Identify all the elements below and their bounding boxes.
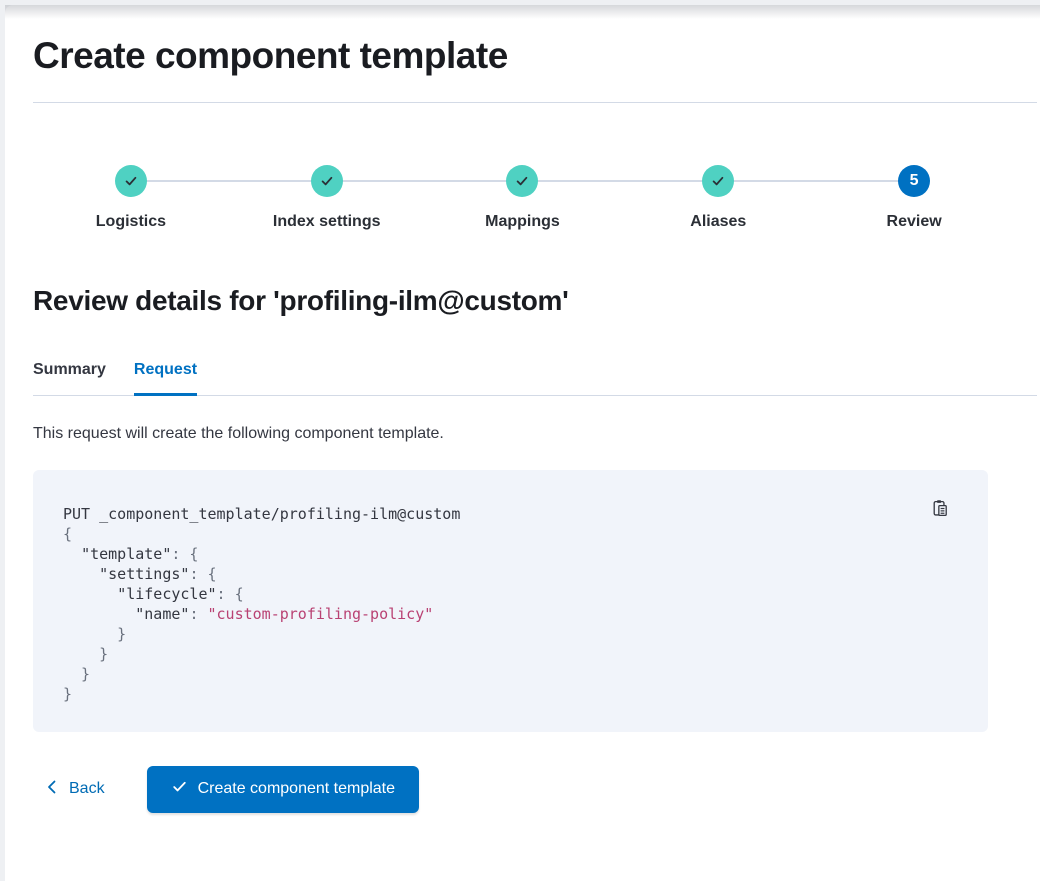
step-mappings[interactable]: Mappings [425,164,621,231]
request-description: This request will create the following c… [33,424,444,442]
code-line: "settings": { [99,564,217,583]
title-divider [33,101,1037,103]
check-icon [310,164,343,197]
check-icon [171,778,188,800]
review-heading: Review details for 'profiling-ilm@custom… [33,284,569,316]
back-button[interactable]: Back [45,779,105,800]
footer-actions: Back Create component template [33,765,1012,813]
check-icon [114,164,147,197]
check-icon [702,164,735,197]
create-component-template-button[interactable]: Create component template [146,765,420,813]
request-code: PUT _component_template/profiling-ilm@cu… [63,504,928,704]
code-line: } [63,624,127,643]
create-button-label: Create component template [197,780,396,798]
copy-to-clipboard-button[interactable] [929,497,952,520]
request-code-block: PUT _component_template/profiling-ilm@cu… [33,469,988,732]
code-line: } [63,644,109,663]
copy-clipboard-icon [931,499,950,521]
code-line: "name": "custom-profiling-policy" [135,604,434,623]
code-line: } [63,684,73,703]
step-index-settings[interactable]: Index settings [229,164,425,231]
tab-bar: Summary Request [33,361,1037,396]
tab-summary[interactable]: Summary [33,360,106,378]
step-logistics[interactable]: Logistics [33,164,229,231]
step-aliases[interactable]: Aliases [620,164,816,231]
step-label: Logistics [95,212,167,230]
page-title: Create component template [33,35,508,76]
code-line: "lifecycle": { [117,584,244,603]
back-button-label: Back [69,780,105,798]
tab-request[interactable]: Request [133,361,198,396]
step-number-badge: 5 [898,164,931,197]
code-line: { [63,524,73,543]
check-icon [506,164,539,197]
chevron-left-icon [45,779,59,800]
step-label: Aliases [690,212,747,230]
page-panel: Create component template Logistics Index… [5,5,1040,881]
code-line: PUT _component_template/profiling-ilm@cu… [63,504,461,523]
step-label: Review [886,212,942,230]
code-line: } [63,664,91,683]
step-label: Mappings [485,212,560,230]
step-label: Index settings [272,212,381,230]
code-line: "template": { [81,544,199,563]
